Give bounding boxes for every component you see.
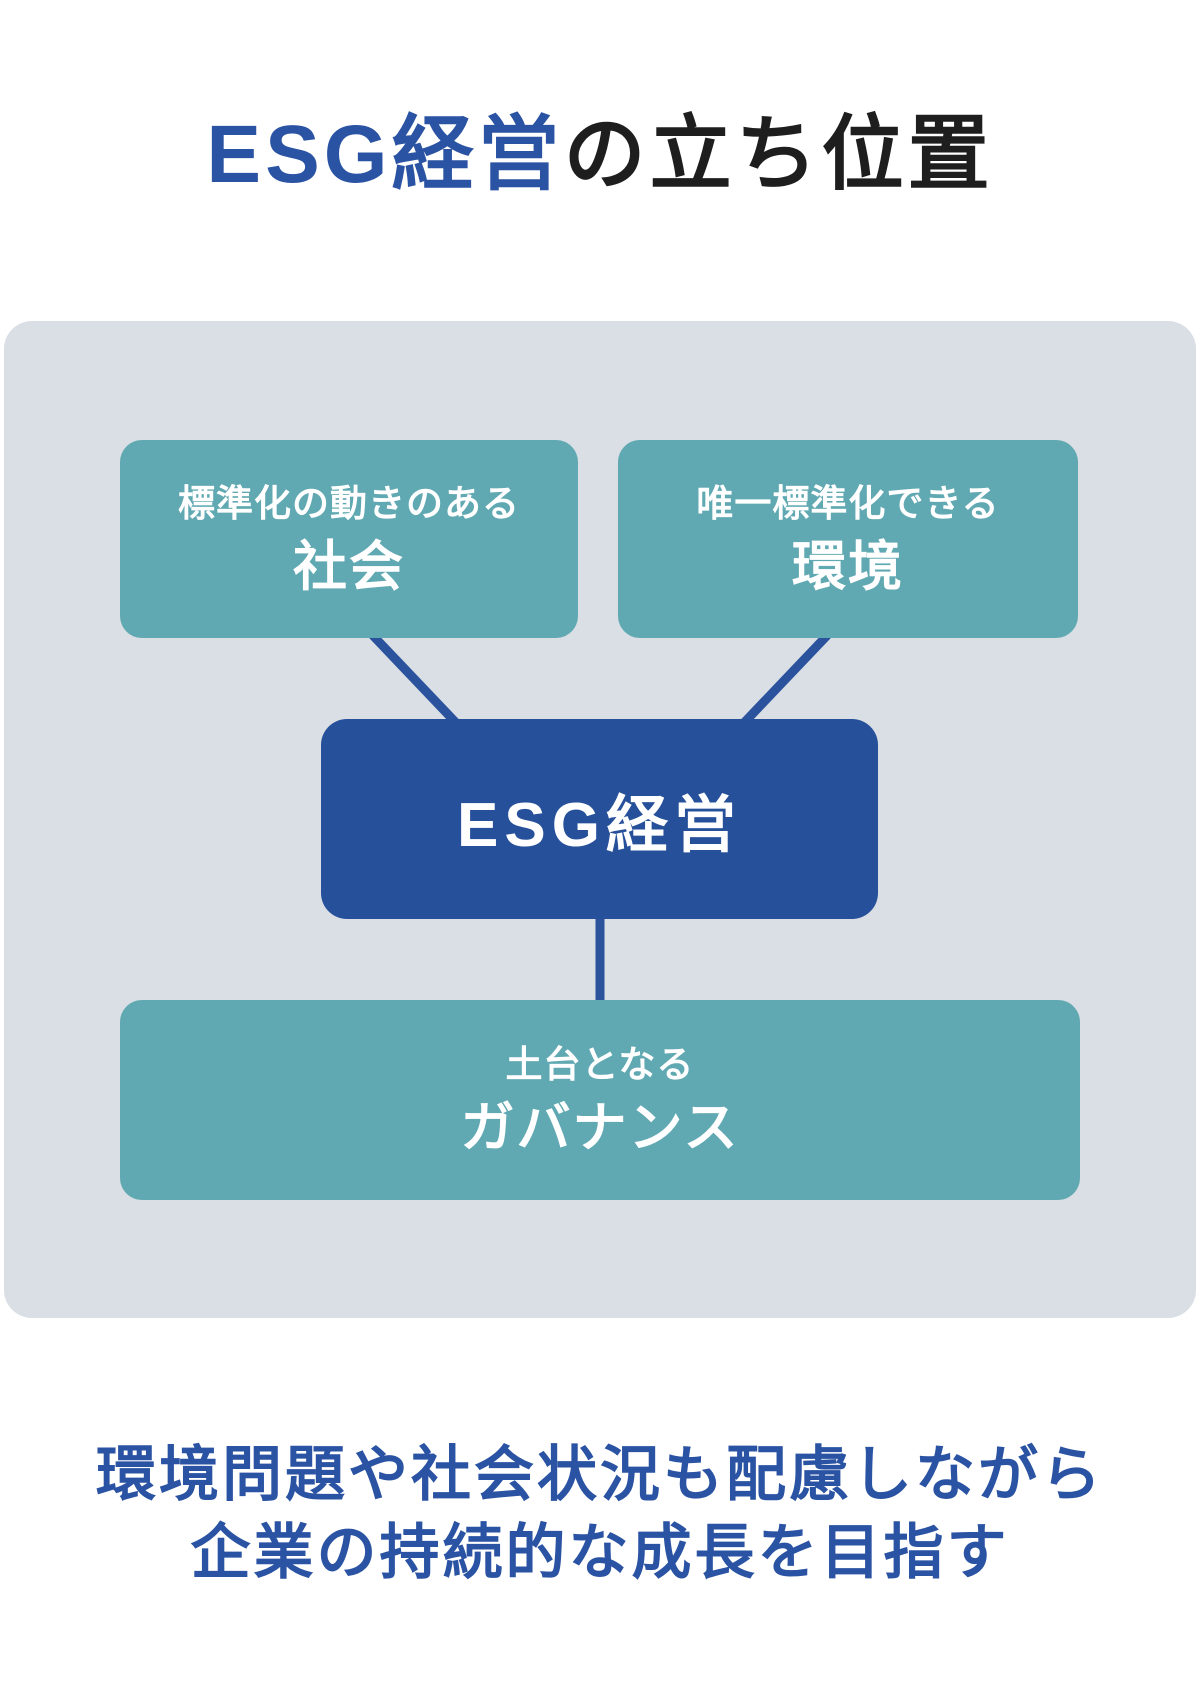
society-box: 標準化の動きのある 社会 [120,440,578,638]
society-subtitle: 標準化の動きのある [178,482,520,524]
connector-lines [358,620,842,1005]
connector-environment-to-esg [736,620,842,731]
page-title: ESG経営の立ち位置 [0,100,1200,210]
governance-title: ガバナンス [460,1097,740,1158]
governance-subtitle: 土台となる [505,1043,695,1085]
connector-society-to-esg [358,620,464,731]
society-title: 社会 [293,536,405,597]
esg-box-label: ESG経営 [457,791,742,860]
caption: 環境問題や社会状況も配慮しながら 企業の持続的な成長を目指す [0,1436,1200,1592]
caption-line-1: 環境問題や社会状況も配慮しながら [96,1441,1104,1508]
governance-box: 土台となる ガバナンス [120,1000,1080,1200]
page-title-rest: の立ち位置 [563,109,994,200]
esg-box: ESG経営 [321,719,878,919]
environment-subtitle: 唯一標準化できる [696,482,1000,524]
environment-title: 環境 [792,536,904,597]
environment-box: 唯一標準化できる 環境 [618,440,1078,638]
diagram-panel: 標準化の動きのある 社会 唯一標準化できる 環境 ESG経営 土台となる ガバナ… [4,321,1196,1318]
page-title-highlight: ESG経営 [206,109,564,200]
caption-line-2: 企業の持続的な成長を目指す [190,1519,1010,1586]
